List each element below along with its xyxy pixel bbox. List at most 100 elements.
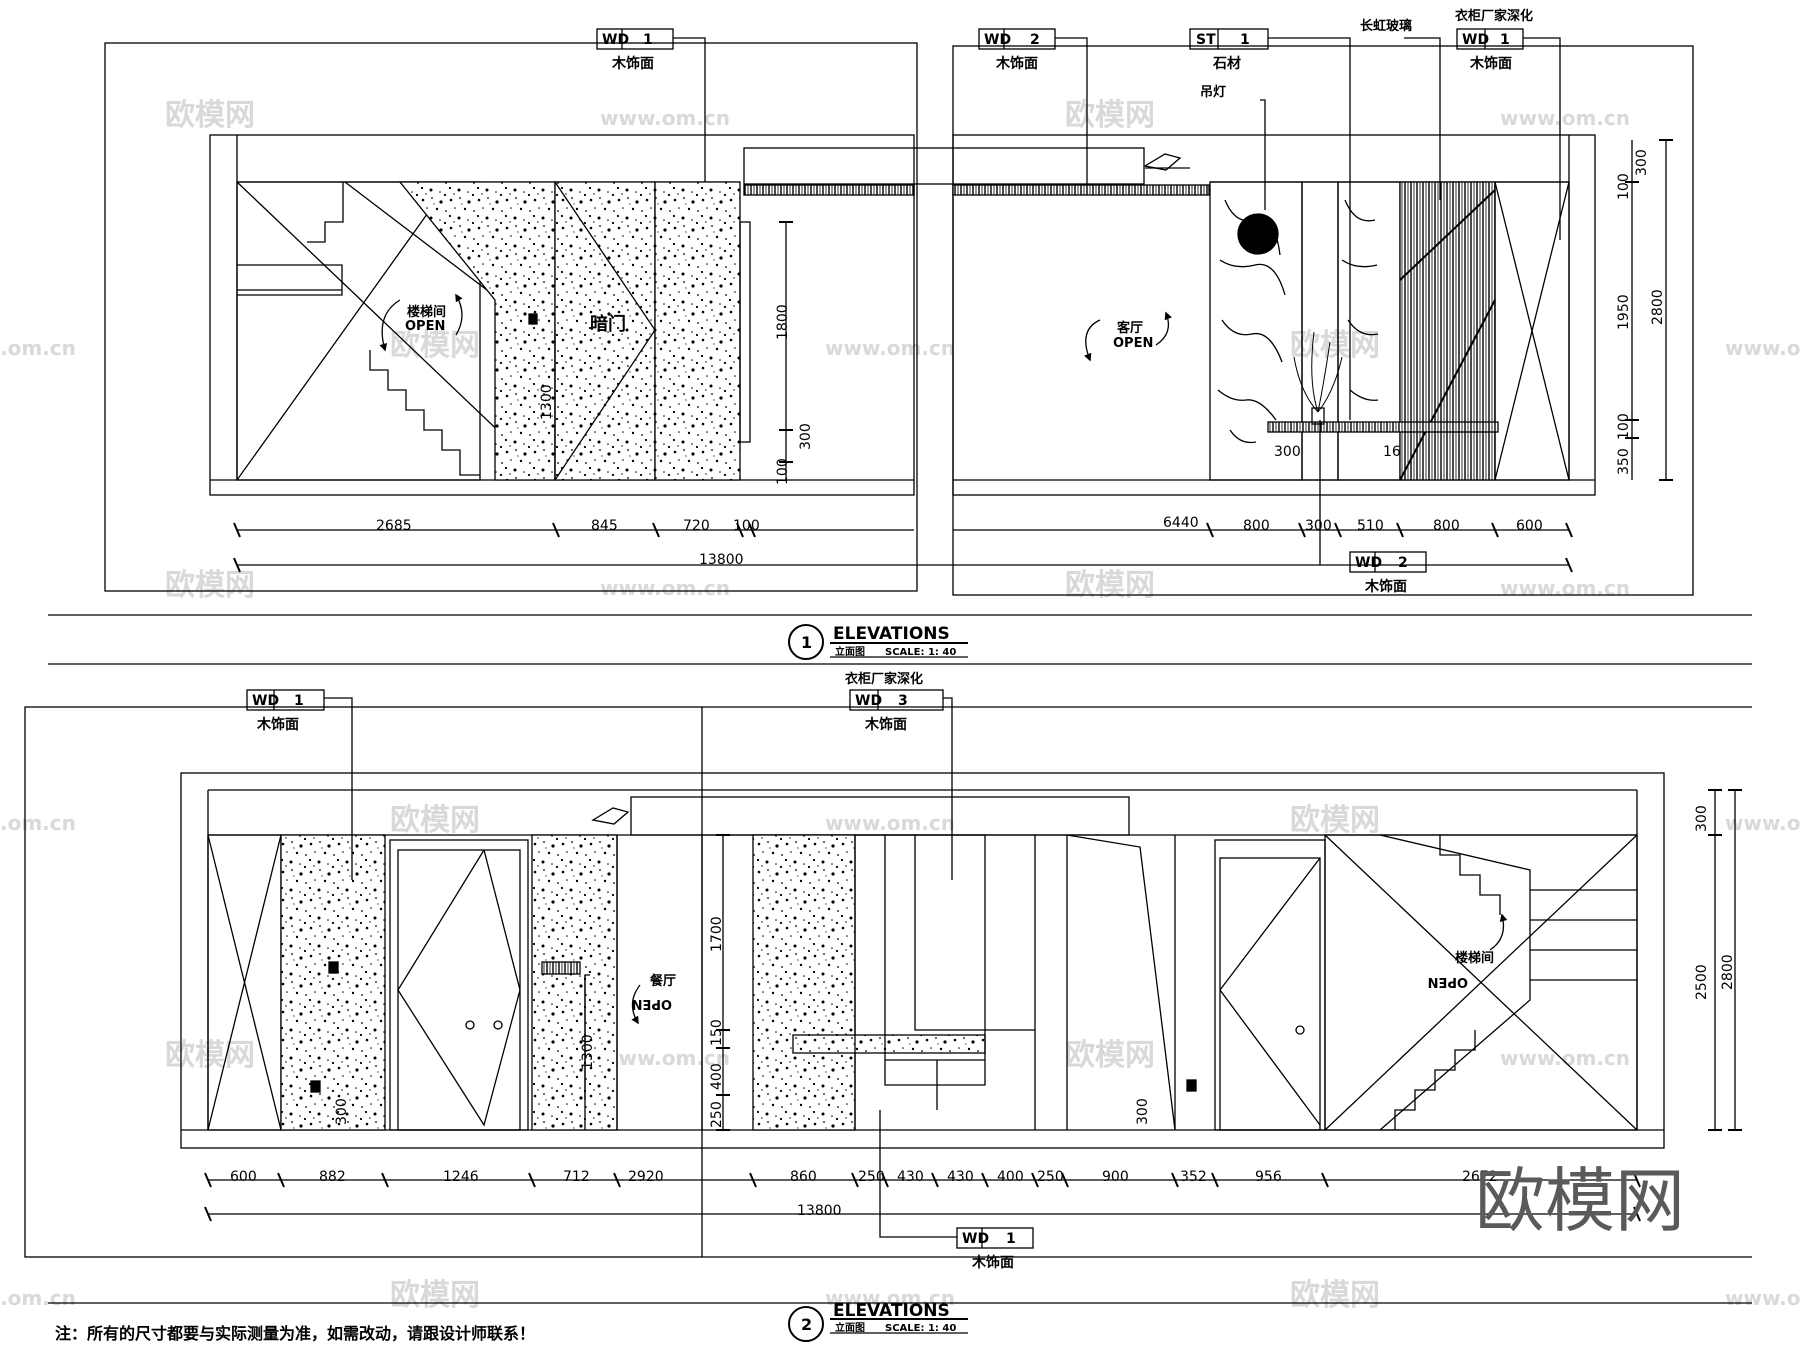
- dim-text: 2800: [1720, 954, 1736, 990]
- tag-num: 3: [898, 693, 908, 709]
- tag-box: [978, 28, 1056, 50]
- stair-diagonal: [1379, 834, 1531, 1131]
- ceiling-outline: [180, 772, 1665, 1149]
- dim-text: 250: [1037, 1169, 1064, 1185]
- tag-box: [849, 689, 944, 711]
- tag-label: 木饰面: [256, 716, 299, 733]
- wardrobe-panel: [1494, 181, 1570, 481]
- shelf: [1267, 421, 1499, 433]
- section-title: ELEVATIONS: [833, 1301, 950, 1321]
- dim-text: 352: [1180, 1169, 1207, 1185]
- annotation: 楼梯间: [1455, 950, 1494, 966]
- stair-steps: [1394, 835, 1637, 1130]
- dim-text: 430: [947, 1169, 974, 1185]
- stair-opening: [1324, 834, 1638, 1131]
- leader-line: [1268, 37, 1351, 420]
- vase-icon: [1311, 407, 1325, 425]
- dim-text: 900: [1102, 1169, 1129, 1185]
- annotations-bottom: 衣柜厂家深化 餐厅 OPEN 楼梯间 OPEN: [632, 671, 1494, 1011]
- socket-icon: [310, 1080, 321, 1093]
- tag-box: [956, 1227, 1034, 1249]
- dim-text: 300: [798, 423, 814, 450]
- watermark-url: www.om.cn: [1500, 106, 1630, 130]
- annotation: 长虹玻璃: [1360, 18, 1412, 34]
- watermarks-url: www.om.cn www.om.cn www.om.cn www.om.cn …: [0, 106, 1800, 1310]
- tag-box: [1456, 28, 1524, 50]
- leader-line: [1404, 37, 1441, 200]
- section-scale: SCALE: 1: 40: [885, 647, 956, 658]
- dim-text: 1700: [709, 916, 725, 952]
- watermark-url: www.om.cn: [1725, 811, 1800, 835]
- door-leaf: [1219, 857, 1321, 1131]
- tag-code: WD: [1462, 32, 1489, 48]
- dim-text: 100: [733, 518, 760, 534]
- ceiling-outline-right: [952, 134, 1596, 496]
- terrazzo-panel: [654, 181, 741, 481]
- watermark-text: 欧模网: [1065, 98, 1155, 133]
- dim-text: 400: [709, 1063, 725, 1090]
- hidden-door-diagonal: [554, 329, 656, 481]
- footer-note: 注：所有的尺寸都要与实际测量为准，如需改动，请跟设计师联系！: [55, 1324, 536, 1343]
- pendant-lamp-icon: [1237, 213, 1279, 255]
- dim-text: 800: [1243, 518, 1270, 534]
- tag-label: 木饰面: [995, 55, 1038, 72]
- watermark-url: www.om.cn: [825, 336, 955, 360]
- watermark-text: 欧模网: [1290, 1278, 1380, 1313]
- annotation: 客厅: [1117, 320, 1143, 336]
- tag-code: WD: [1355, 555, 1382, 571]
- open-arrow-icon: [455, 293, 463, 336]
- dim-text: 430: [897, 1169, 924, 1185]
- stair-steps: [237, 182, 480, 476]
- dim-text: 1300: [539, 384, 555, 420]
- watermark-url: .om.cn: [0, 811, 76, 835]
- tags-top: WD 1 木饰面 WD 2 木饰面 ST 1 石材 WD 1 木饰面 WD 2 …: [602, 32, 1512, 595]
- dim-text: 300: [1305, 518, 1332, 534]
- dim-text: 250: [709, 1101, 725, 1128]
- watermark-url: .om.cn: [0, 1286, 76, 1310]
- dim-text: 100: [1616, 173, 1632, 200]
- dim-text: 860: [790, 1169, 817, 1185]
- terrazzo-panel: [398, 181, 556, 481]
- watermark-url: www.om.cn: [1500, 1046, 1630, 1070]
- watermark-url: www.om.cn: [1725, 1286, 1800, 1310]
- tag-num: 2: [1030, 32, 1040, 48]
- tag-box: [1349, 551, 1427, 573]
- section-bubble: [788, 1306, 824, 1342]
- control-panel-icon: [541, 961, 581, 975]
- dim-text: 712: [563, 1169, 590, 1185]
- watermark-text: 欧模网: [165, 98, 255, 133]
- tag-num: 2: [1398, 555, 1408, 571]
- vase-plant-icon: [1293, 331, 1343, 413]
- annotation: 楼梯间: [407, 304, 446, 320]
- section-title-2: 2 ELEVATIONS 立面图 SCALE: 1: 40: [801, 1301, 956, 1334]
- dim-text: 956: [1255, 1169, 1282, 1185]
- dim-text: 13800: [699, 552, 744, 568]
- door-handle-icon: [465, 1020, 475, 1030]
- leader-line: [1260, 99, 1266, 210]
- tag-label: 石材: [1212, 55, 1241, 72]
- dim-text: 400: [997, 1169, 1024, 1185]
- dim-text: 100: [775, 458, 791, 485]
- annotations-top: 长虹玻璃 衣柜厂家深化 吊灯 楼梯间 OPEN 暗门 客厅 OPEN: [405, 8, 1533, 351]
- dim-text: 800: [1433, 518, 1460, 534]
- tag-code: ST: [1196, 32, 1216, 48]
- annotation: 暗门: [590, 313, 626, 335]
- door-frame: [1214, 839, 1326, 1131]
- watermark-url: www.om.cn: [1500, 576, 1630, 600]
- dim-text: 2920: [628, 1169, 664, 1185]
- tag-box: [1189, 28, 1269, 50]
- door-swing: [1219, 857, 1321, 1126]
- annotation: OPEN: [1428, 974, 1468, 989]
- tag-label: 木饰面: [971, 1254, 1014, 1271]
- dim-text: 1300: [580, 1034, 596, 1070]
- open-arrow-icon: [1155, 311, 1172, 346]
- dim-text: 300: [1694, 805, 1710, 832]
- watermark-text: 欧模网: [165, 1038, 255, 1073]
- tag-code: WD: [984, 32, 1011, 48]
- dim-text: 13800: [797, 1203, 842, 1219]
- section-title-1: 1 ELEVATIONS 立面图 SCALE: 1: 40: [801, 624, 956, 658]
- stair-opening: [236, 181, 481, 481]
- watermark-text: 欧模网: [1290, 803, 1380, 838]
- open-arrow-icon: [379, 299, 401, 352]
